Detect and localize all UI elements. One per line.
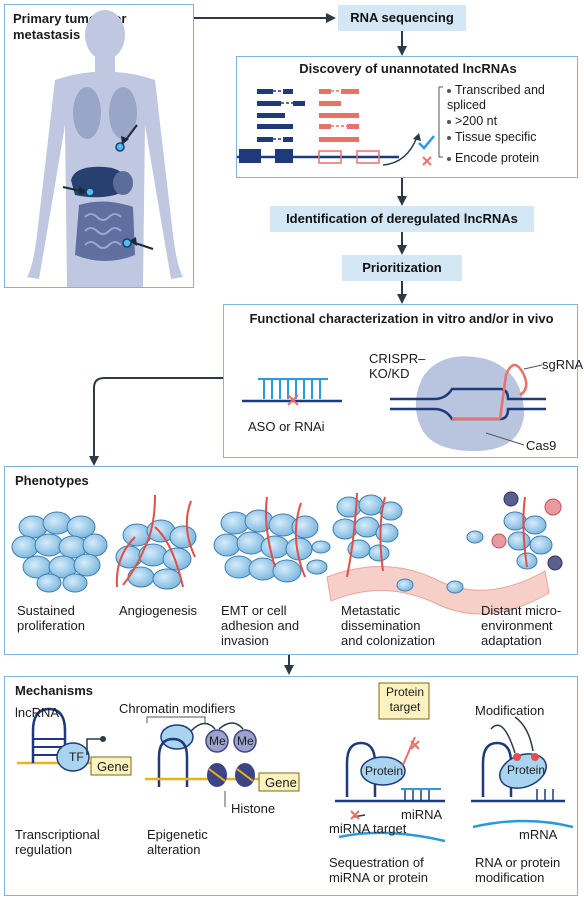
phenotype-label-3: Metastatic dissemination and colonizatio… [341, 603, 435, 648]
phenotypes-panel: Phenotypes [4, 466, 578, 655]
aso-label: ASO or RNAi [248, 419, 325, 434]
tumour-dot-lung [115, 142, 125, 152]
step-prioritization: Prioritization [342, 255, 462, 281]
bullet-icon [447, 119, 451, 124]
immune-cells [491, 491, 563, 571]
sgrna-label: sgRNA [542, 357, 584, 372]
transcript-illustration [237, 86, 443, 166]
lung-left [73, 87, 101, 139]
criterion-tissue: Tissue specific [447, 130, 577, 145]
phenotype-label-0: Sustained proliferation [17, 603, 85, 633]
tf-label: TF [69, 750, 84, 764]
functional-title: Functional characterization in vitro and… [249, 311, 554, 326]
modification-label: Modification [475, 703, 545, 718]
tumour-dot-gut [122, 238, 132, 248]
phenotype-illustrations [11, 491, 563, 615]
crispr-label: CRISPR–KO/KD [369, 351, 426, 381]
discovery-panel: Discovery of unannotated lncRNAs [236, 56, 578, 178]
mirna-label: miRNA [401, 807, 443, 822]
functional-illustration [242, 356, 546, 451]
bullet-icon [447, 156, 451, 161]
mechanism-label-3: RNA or protein modification [475, 855, 561, 885]
mechanisms-title: Mechanisms [15, 683, 94, 698]
criterion-protein: Encode protein [447, 151, 577, 166]
mrna-label: mRNA [519, 827, 558, 842]
bullet-icon [447, 88, 451, 93]
bullet-icon [447, 135, 451, 140]
blood-vessels [115, 494, 196, 588]
proliferation-cells [11, 511, 108, 593]
phenotype-label-4: Distant micro-environment adaptation [481, 603, 562, 648]
tumour-dot-liver [85, 187, 95, 197]
step-rna-sequencing: RNA sequencing [338, 5, 466, 31]
mechanisms-panel: Mechanisms [4, 676, 578, 896]
phenotype-label-2: EMT or cell adhesion and invasion [221, 603, 300, 648]
me-label-1: Me [209, 734, 226, 748]
criterion-length: >200 nt [447, 114, 577, 129]
lncrna-label: lncRNA [15, 705, 60, 720]
cas9-label: Cas9 [526, 438, 557, 453]
protein-label-2: Protein [507, 763, 546, 777]
step-identification: Identification of deregulated lncRNAs [270, 206, 534, 232]
discovery-title: Discovery of unannotated lncRNAs [299, 61, 517, 76]
me-label-2: Me [237, 734, 254, 748]
vessel-band [326, 566, 550, 615]
functional-panel: Functional characterization in vitro and… [223, 304, 583, 458]
protein-label-1: Protein [365, 764, 404, 778]
mechanism-illustrations [17, 682, 574, 843]
mechanism-label-2: Sequestration of miRNA or protein [329, 855, 428, 885]
liver [71, 166, 127, 198]
protein-target-label: Protein target [385, 685, 425, 714]
chromatin-label: Chromatin modifiers [119, 701, 236, 716]
lung-right [109, 87, 137, 139]
criterion-transcribed: Transcribed and spliced [447, 83, 545, 112]
phenotypes-title: Phenotypes [15, 473, 89, 488]
mechanism-label-1: Epigenetic alteration [147, 827, 208, 857]
histone-label: Histone [231, 801, 276, 816]
tumour-panel: Primary tumour or metastasis [4, 4, 194, 288]
cas9-blob [415, 356, 524, 451]
gene-label-2: Gene [265, 775, 297, 790]
mechanism-label-0: Transcriptional regulation [15, 827, 100, 857]
mirna-target-label: miRNA target [329, 821, 407, 836]
human-body-illustration [27, 10, 183, 287]
phenotype-label-1: Angiogenesis [119, 603, 198, 618]
gene-label-1: Gene [97, 759, 129, 774]
